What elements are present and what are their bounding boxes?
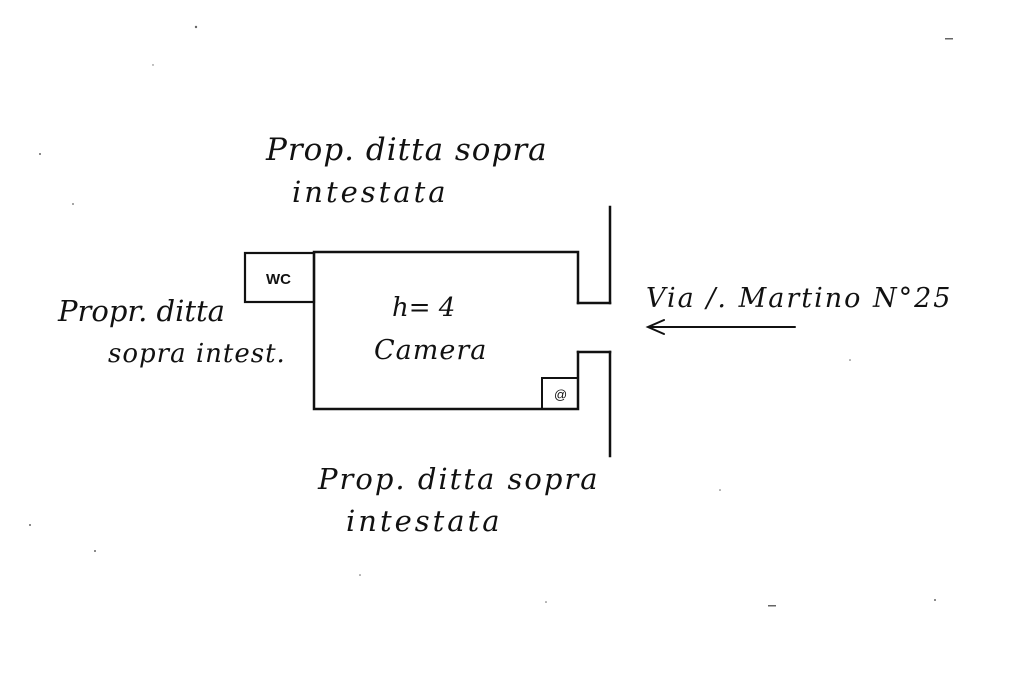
bottom-neighbor-line2: intestata: [346, 504, 503, 538]
scan-noise: [29, 25, 953, 607]
left-arrow-icon: [645, 319, 796, 335]
stove-label: @: [554, 387, 567, 402]
room-label: Camera: [374, 335, 488, 366]
left-neighbor-line1: Propr. ditta: [58, 294, 225, 328]
room-wall: [312, 250, 580, 411]
wc-box: [243, 251, 316, 304]
left-neighbor-line2: sopra intest.: [108, 339, 286, 369]
top-neighbor-line2: intestata: [292, 175, 449, 209]
wc-label: WC: [266, 271, 291, 288]
top-neighbor-line1: Prop. ditta sopra: [266, 132, 548, 168]
street-label: Via /. Martino N°25: [646, 283, 953, 314]
stove-box: [541, 377, 579, 410]
bottom-neighbor-line1: Prop. ditta sopra: [318, 462, 600, 496]
room-height-label: h= 4: [392, 293, 456, 323]
